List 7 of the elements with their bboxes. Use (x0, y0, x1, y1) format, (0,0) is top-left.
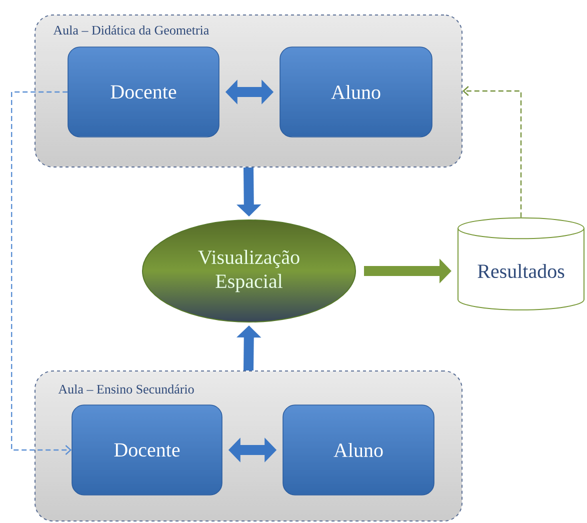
process-box: Docente (72, 404, 222, 496)
process-box: Docente (68, 46, 220, 138)
process-box: Aluno (280, 46, 432, 138)
dashed-arrow (11, 91, 72, 455)
data-cylinder: Resultados (458, 217, 584, 310)
dashed-arrow (462, 86, 522, 218)
process-box: Aluno (282, 404, 434, 496)
